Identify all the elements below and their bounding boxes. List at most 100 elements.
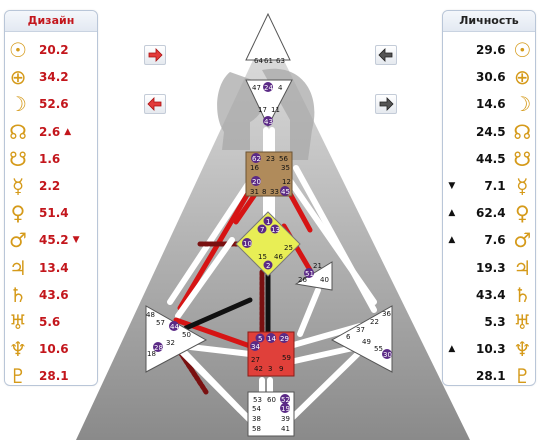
planet-value: 29.6: [475, 43, 506, 57]
design-row-jupiter: ♃13.4: [5, 255, 97, 281]
gate-34: 34: [251, 343, 260, 351]
planet-value: 44.5: [475, 151, 506, 166]
south-node-icon: ☋: [513, 146, 532, 171]
gate-52: 52: [281, 396, 290, 404]
sun-icon: ☉: [9, 38, 27, 62]
gate-31: 31: [250, 188, 259, 196]
personality-row-sun: 29.6☉: [443, 37, 535, 63]
gate-52-badge: [280, 394, 290, 404]
pluto-icon: ♇: [513, 364, 532, 389]
direction-marker: ▼: [72, 235, 80, 246]
throat-center[interactable]: [245, 151, 293, 197]
design-panel-title: Дизайн: [5, 11, 97, 32]
gate-62-badge: [251, 153, 261, 163]
planet-value: 2.6: [39, 124, 61, 139]
g-center[interactable]: [235, 211, 301, 277]
planet-value: 13.4: [39, 260, 69, 275]
personality-row-north-node: 24.5☊: [443, 119, 535, 145]
gate-12: 12: [282, 178, 291, 186]
gate-57: 57: [156, 319, 165, 327]
gate-3: 3: [268, 365, 272, 373]
planet-value: 5.6: [39, 315, 61, 329]
gate-2-badge: [263, 260, 273, 270]
design-row-saturn: ♄43.6: [5, 282, 97, 308]
direction-marker: ▲: [64, 126, 72, 137]
gate-63: 63: [276, 57, 285, 65]
gate-60: 60: [267, 396, 276, 404]
saturn-icon: ♄: [513, 282, 532, 307]
venus-icon: ♀: [514, 201, 530, 226]
planet-value: 34.2: [39, 70, 69, 85]
pluto-icon: ♇: [9, 364, 27, 389]
design-row-north-node: ☊ 2.6▲: [5, 119, 97, 145]
gate-25: 25: [284, 244, 293, 252]
gate-17: 17: [258, 106, 267, 114]
north-node-icon: ☊: [9, 119, 27, 144]
gate-10: 10: [243, 240, 252, 248]
spleen-center[interactable]: [145, 305, 208, 373]
gate-43-badge: [263, 116, 273, 126]
planet-value: 1.6: [39, 151, 61, 166]
gate-14: 14: [267, 335, 276, 343]
head-center[interactable]: [245, 12, 291, 61]
ego-center[interactable]: [294, 261, 333, 291]
direction-marker: ▲: [448, 235, 456, 246]
gate-54: 54: [252, 405, 261, 413]
design-prev-button[interactable]: [144, 94, 166, 114]
design-row-venus: ♀51.4: [5, 200, 97, 226]
gate-49: 49: [362, 338, 371, 346]
moon-icon: ☽: [513, 92, 532, 117]
design-panel: Дизайн ☉20.2⊕34.2☽52.6☊2.6▲☋1.6☿2.2♀51.4…: [4, 10, 98, 389]
gate-13-badge: [270, 224, 280, 234]
gate-13: 13: [271, 226, 280, 234]
gate-55: 55: [374, 345, 383, 353]
gate-44-badge: [169, 321, 179, 331]
personality-row-mercury: ▼7.1☿: [443, 173, 535, 199]
design-row-uranus: ♅5.6: [5, 309, 97, 335]
gate-28: 28: [154, 344, 163, 352]
personality-prev-button[interactable]: [375, 45, 397, 65]
uranus-icon: ♅: [513, 310, 532, 334]
root-center[interactable]: [247, 391, 295, 437]
ajna-center[interactable]: [245, 79, 293, 128]
gate-53: 53: [253, 396, 262, 404]
personality-panel: Личность 29.6☉30.6⊕14.6☽24.5☊44.5☋▼7.1☿▲…: [442, 10, 536, 389]
channels: [167, 89, 377, 423]
personality-next-button[interactable]: [375, 94, 397, 114]
gate-34-badge: [250, 341, 260, 351]
planet-value: 43.4: [475, 287, 506, 302]
north-node-icon: ☊: [513, 119, 532, 144]
design-next-button[interactable]: [144, 45, 166, 65]
neptune-icon: ♆: [513, 337, 532, 362]
gate-16: 16: [250, 164, 259, 172]
gate-20-badge: [251, 176, 261, 186]
gate-51: 51: [305, 270, 314, 278]
gate-41: 41: [281, 425, 290, 433]
design-row-sun: ☉20.2: [5, 37, 97, 63]
planet-value: 43.6: [39, 287, 69, 302]
gate-56: 56: [279, 155, 288, 163]
planet-value: 14.6: [475, 97, 506, 112]
personality-row-earth: 30.6⊕: [443, 64, 535, 90]
gate-28-badge: [153, 342, 163, 352]
gate-21: 21: [313, 262, 322, 270]
gate-30: 30: [383, 351, 392, 359]
planet-value: 51.4: [39, 206, 69, 221]
mars-icon: ♂: [513, 228, 532, 253]
gate-24-badge: [263, 82, 273, 92]
gate-45: 45: [281, 188, 290, 196]
gate-45-badge: [280, 186, 290, 196]
gate-15: 15: [258, 253, 267, 261]
direction-marker: ▲: [448, 344, 456, 355]
sacral-center[interactable]: [247, 331, 295, 377]
gate-11: 11: [271, 106, 280, 114]
design-row-mars: ♂45.2▼: [5, 227, 97, 253]
solar-plexus-center[interactable]: [330, 305, 393, 373]
planet-value: 62.4: [475, 206, 506, 221]
gate-5-badge: [255, 333, 265, 343]
gate-22: 22: [370, 318, 379, 326]
neptune-icon: ♆: [9, 337, 27, 362]
arrow-right-icon: [148, 48, 163, 62]
gate-2: 2: [266, 262, 270, 270]
gate-1: 1: [266, 218, 270, 226]
